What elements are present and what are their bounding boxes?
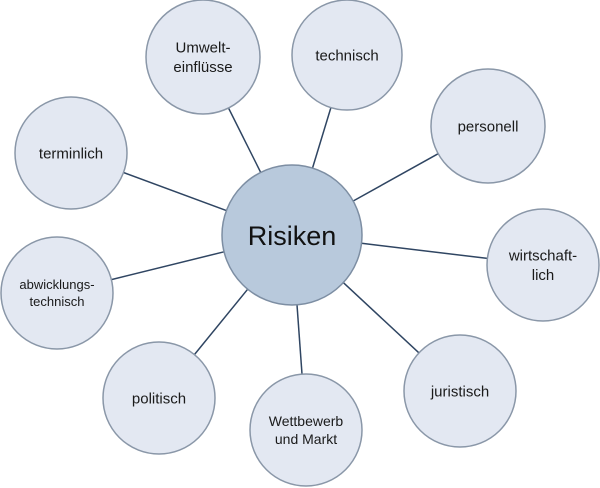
node-circle-politisch [102,341,216,455]
node-personell: personell [430,68,546,184]
connector-line-wettbewerb [296,304,303,375]
node-circle-abwicklungstechnisch [0,236,114,350]
node-abwicklungstechnisch: abwicklungs-technisch [0,236,114,350]
node-circle-technisch [291,0,403,111]
node-wirtschaftlich: wirtschaft-lich [486,208,600,322]
node-label-personell: personell [458,118,519,135]
node-label-abwicklungstechnisch-line-2: technisch [30,294,85,309]
node-label-umwelt-line-1: Umwelt- [176,40,231,57]
node-label-juristisch: juristisch [430,383,489,400]
node-label-abwicklungstechnisch-line-1: abwicklungs- [19,277,94,292]
node-wettbewerb: Wettbewerb und Markt [249,373,363,487]
node-circle-juristisch [403,334,517,448]
node-juristisch: juristisch [403,334,517,448]
node-circle-wirtschaftlich [486,208,600,322]
node-circle-wettbewerb [249,373,363,487]
node-label-technisch: technisch [315,47,378,64]
node-label-wirtschaftlich-line-1: wirtschaft- [508,248,577,265]
connector-line-personell [352,153,439,202]
node-circle-umwelt [145,0,261,115]
connector-line-technisch [311,107,332,169]
connector-line-juristisch [342,282,420,354]
node-circle-terminlich [14,96,128,210]
connector-line-terminlich [123,171,227,212]
center-node-label: Risiken [248,221,337,251]
node-label-terminlich: terminlich [39,145,103,162]
node-politisch: politisch [102,341,216,455]
connector-line-wirtschaftlich [361,242,488,260]
center-node-circle [221,164,363,306]
node-circle-personell [430,68,546,184]
node-label-wirtschaftlich-line-2: lich [532,267,555,284]
connector-line-umwelt [227,107,262,173]
node-technisch: technisch [291,0,403,111]
connector-lines [111,107,488,375]
connector-line-politisch [193,288,249,356]
connector-line-abwicklungstechnisch [111,251,225,281]
node-label-wettbewerb-line-1: Wettbewerb [269,413,344,429]
node-label-wettbewerb-line-2: und Markt [275,431,337,447]
center-node: Risiken [221,164,363,306]
node-umwelt: Umwelt-einflüsse [145,0,261,115]
node-terminlich: terminlich [14,96,128,210]
node-label-umwelt-line-2: einflüsse [173,59,232,76]
node-label-politisch: politisch [132,390,186,407]
